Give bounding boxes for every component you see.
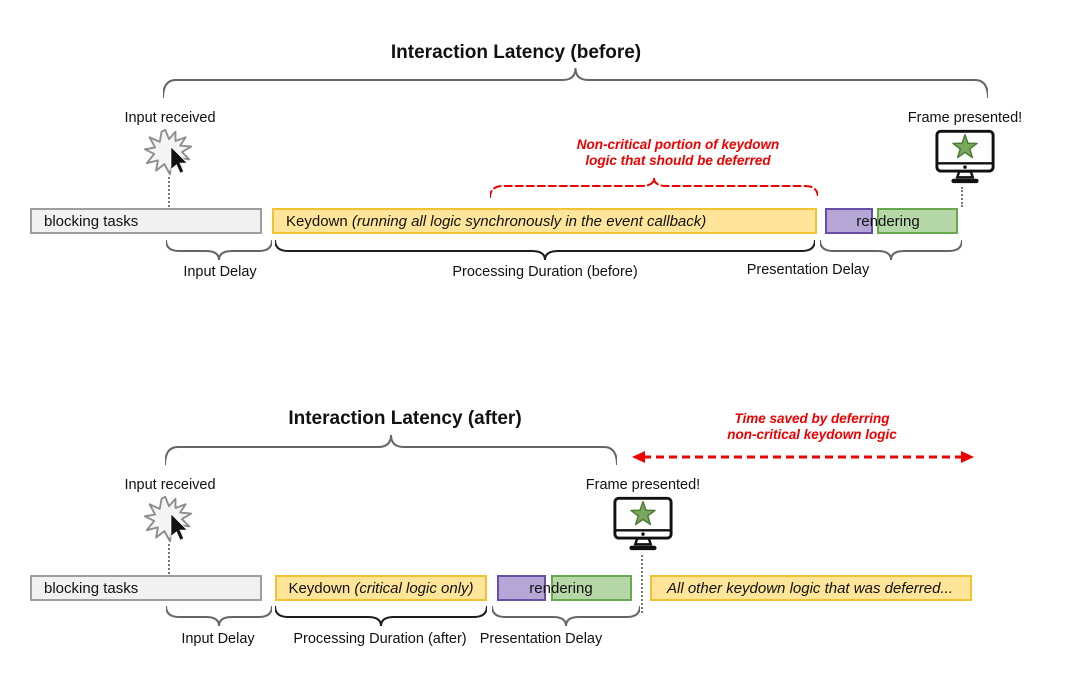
before-annotation-line2: logic that should be deferred — [585, 153, 771, 168]
before-bar-rendering — [877, 208, 958, 234]
before-frame-presented-label: Frame presented! — [907, 110, 1023, 126]
before-bar-keydown: Keydown (running all logic synchronously… — [272, 208, 817, 234]
after-frame-presented-label: Frame presented! — [585, 477, 701, 493]
after-bar-blocking-label: blocking tasks — [44, 579, 139, 597]
after-frame-dotted-line — [641, 555, 643, 613]
before-input-dotted-line — [168, 177, 170, 207]
before-bar-blocking-tasks: blocking tasks — [30, 208, 262, 234]
monitor-star-icon — [935, 129, 995, 184]
after-latency-brace — [165, 435, 617, 465]
before-keydown-detail: (running all logic synchronously in the … — [351, 212, 707, 230]
section-after: Interaction Latency (after) Time saved b… — [0, 330, 1071, 690]
before-frame-dotted-line — [961, 187, 963, 207]
before-presentation-brace — [820, 240, 962, 260]
before-processing-label: Processing Duration (before) — [452, 264, 638, 280]
section-before: Interaction Latency (before) Input recei… — [0, 0, 1071, 330]
after-annotation-line1: Time saved by deferring — [734, 411, 890, 426]
after-annotation: Time saved by deferring non-critical key… — [662, 411, 962, 443]
monitor-star-icon — [613, 496, 673, 551]
after-deferred-label: All other keydown logic that was deferre… — [667, 579, 953, 597]
before-bar-blocking-label: blocking tasks — [44, 212, 139, 230]
time-saved-arrow — [632, 451, 974, 463]
after-processing-brace — [275, 606, 487, 626]
before-bar-purple-segment — [825, 208, 873, 234]
after-bar-deferred-keydown: All other keydown logic that was deferre… — [650, 575, 972, 601]
before-presentation-label: Presentation Delay — [746, 262, 870, 278]
after-keydown-prefix: Keydown — [288, 579, 351, 597]
click-burst-icon — [144, 128, 193, 176]
after-keydown-detail: (critical logic only) — [354, 579, 474, 597]
after-bar-blocking-tasks: blocking tasks — [30, 575, 262, 601]
before-keydown-prefix: Keydown — [286, 212, 348, 230]
before-title: Interaction Latency (before) — [390, 42, 642, 63]
before-annotation-line1: Non-critical portion of keydown — [576, 137, 780, 152]
after-input-delay-brace — [166, 606, 272, 626]
after-input-delay-label: Input Delay — [181, 631, 255, 647]
before-latency-brace — [163, 68, 988, 98]
after-bar-purple-segment — [497, 575, 546, 601]
before-noncritical-brace — [490, 178, 818, 198]
after-presentation-brace — [492, 606, 640, 626]
after-processing-label: Processing Duration (after) — [293, 631, 467, 647]
before-annotation: Non-critical portion of keydown logic th… — [528, 137, 828, 169]
after-presentation-label: Presentation Delay — [479, 631, 603, 647]
after-input-dotted-line — [168, 544, 170, 574]
after-annotation-line2: non-critical keydown logic — [727, 427, 897, 442]
before-input-received-label: Input received — [124, 110, 216, 126]
before-input-delay-brace — [166, 240, 272, 260]
after-title: Interaction Latency (after) — [288, 408, 522, 429]
after-bar-rendering — [551, 575, 632, 601]
before-input-delay-label: Input Delay — [183, 264, 257, 280]
after-bar-keydown: Keydown (critical logic only) — [275, 575, 487, 601]
after-input-received-label: Input received — [124, 477, 216, 493]
click-burst-icon — [144, 495, 193, 543]
before-processing-brace — [275, 240, 815, 260]
